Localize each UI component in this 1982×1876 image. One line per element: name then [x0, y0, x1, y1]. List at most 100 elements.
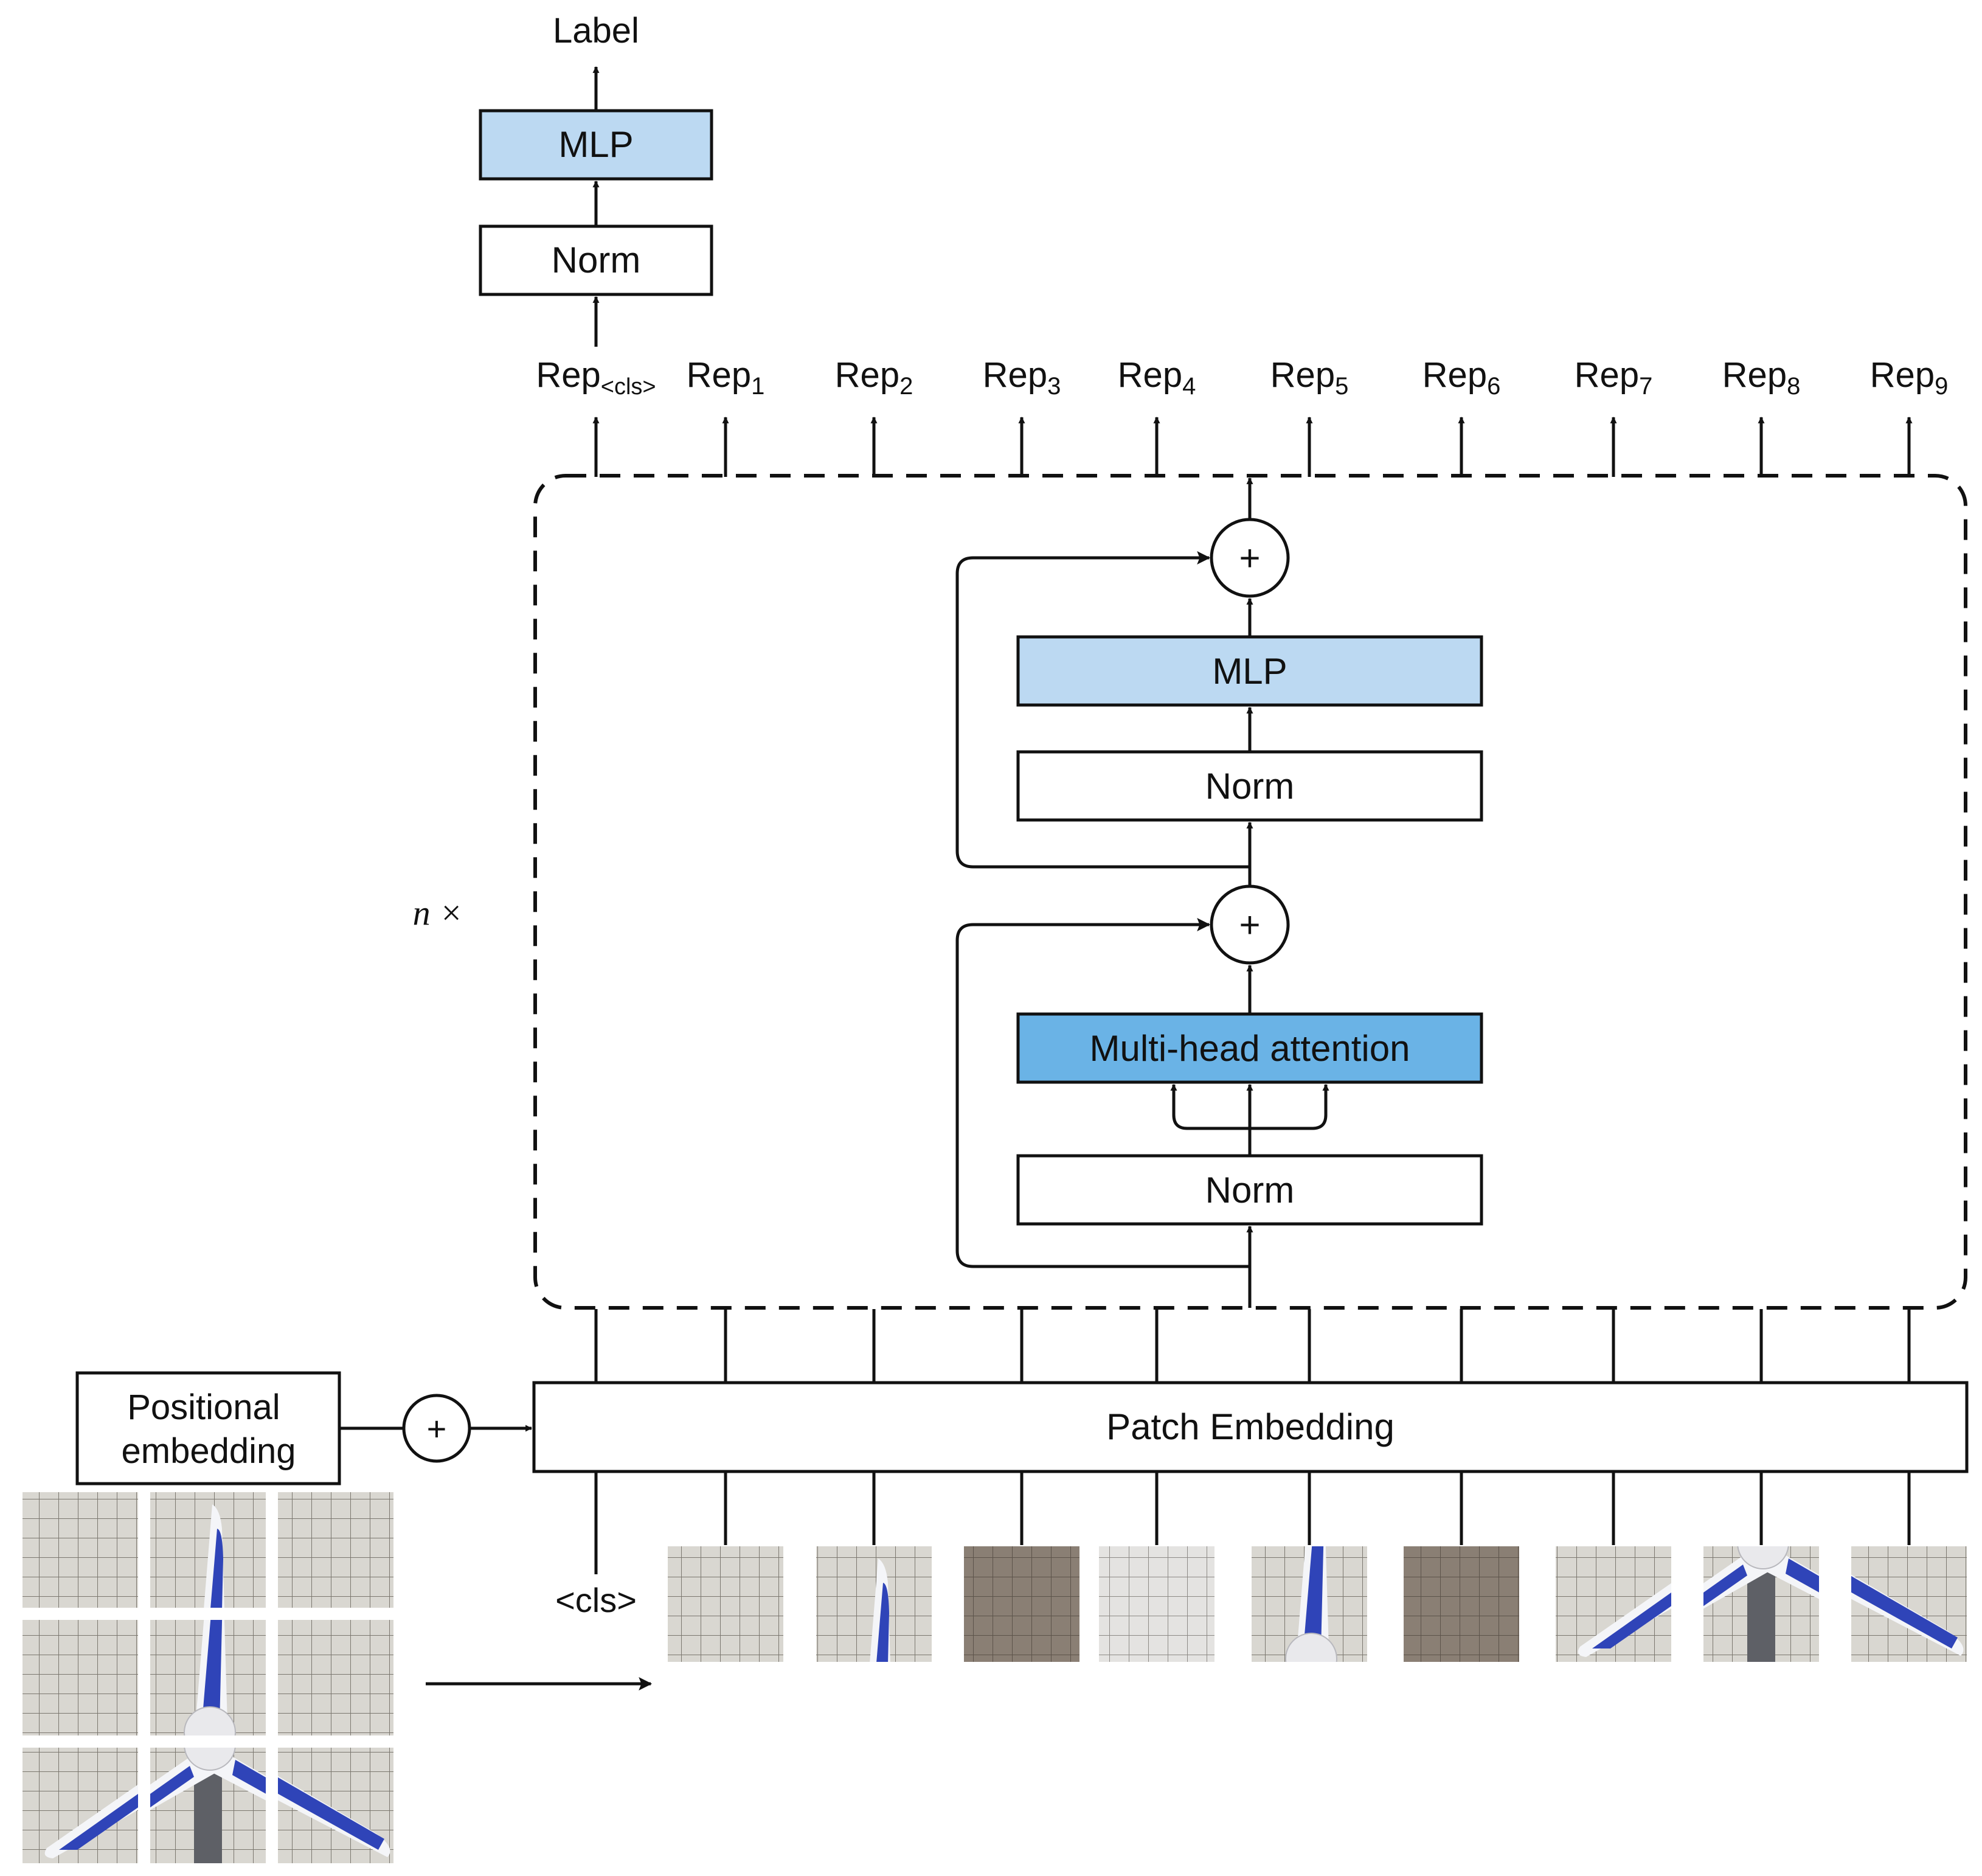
turbine-blade-left-stripe: [704, 1796, 827, 1876]
turbine-pole: [1258, 1674, 1286, 1796]
rep-label-6: Rep6: [1422, 355, 1501, 400]
patch-background: [1099, 1546, 1214, 1662]
sequence-patch-4: [1099, 1546, 1443, 1796]
embedding-to-encoder-lines: [594, 1309, 1911, 1383]
rep-arrows: [592, 416, 1913, 477]
rep-sub: 5: [1335, 373, 1348, 400]
turbine-blade-top-stripe: [1303, 1546, 1324, 1651]
source-patch-r2-c1: [150, 1748, 266, 1863]
turbine-blade-left-stripe: [59, 1794, 138, 1850]
sequence-patch-8: [1703, 1546, 1819, 1662]
patch-sequence: [668, 1546, 1967, 1876]
turbine-blade-right: [877, 1777, 1044, 1876]
cls-token-label: <cls>: [555, 1581, 637, 1619]
turbine-blade-right-stripe: [1297, 1674, 1436, 1764]
rep-label-3: Rep3: [983, 355, 1061, 400]
rep-label-1: Rep1: [687, 355, 765, 400]
residual-add-top-plus: +: [1239, 538, 1260, 578]
sequence-patch-1: [668, 1546, 1005, 1876]
head-norm-box: [479, 224, 713, 296]
rep-cls-label: Rep<cls>: [536, 355, 656, 400]
sequence-patch-2: [723, 1546, 1044, 1876]
rep-prefix: Rep: [1870, 355, 1935, 395]
patch-background: [1404, 1546, 1519, 1662]
residual-add-top: [1210, 518, 1290, 598]
head-mlp-label: MLP: [558, 124, 633, 165]
turbine-blade-left-stripe: [769, 1796, 892, 1876]
rep-cls-sub: <cls>: [601, 374, 656, 400]
turbine-blade-right-stripe: [278, 1777, 384, 1850]
turbine-hub: [184, 1706, 236, 1735]
sequence-patch-9: [1851, 1546, 1967, 1662]
patch-background: [278, 1620, 393, 1735]
rep-sub: 4: [1182, 373, 1196, 400]
skip-connection-top: [955, 551, 1250, 869]
turbine-hub: [817, 1749, 868, 1800]
turbine-blade-right-stripe: [930, 1790, 1070, 1876]
turbine-blade-right: [909, 1777, 1076, 1876]
patch-background: [278, 1492, 393, 1608]
rep-label-8: Rep8: [1722, 355, 1801, 400]
patch-background: [668, 1546, 783, 1662]
source-patch-r2-c0: [23, 1748, 138, 1863]
rep-sub: 6: [1487, 373, 1500, 400]
encoder-norm-bottom-label: Norm: [1205, 1170, 1295, 1211]
turbine-blade-right-stripe: [865, 1790, 1005, 1876]
turbine-blade-left: [755, 1780, 915, 1876]
source-patch-r0-c1: [150, 1492, 266, 1608]
encoder-norm-top-label: Norm: [1205, 766, 1295, 807]
turbine-blade-left-stripe: [1703, 1565, 1747, 1607]
turbine-blade-left: [1121, 1665, 1281, 1773]
rep-prefix: Rep: [983, 355, 1047, 395]
tokens-to-embedding-lines: [594, 1471, 1911, 1574]
rep-sub: 7: [1639, 373, 1652, 400]
turbine-blade-right-stripe: [1851, 1575, 1958, 1648]
rep-prefix: Rep: [1722, 355, 1787, 395]
rep-label-4: Rep4: [1118, 355, 1196, 400]
rep-prefix: Rep: [835, 355, 899, 395]
rep-label-5: Rep5: [1270, 355, 1349, 400]
rep-prefix: Rep: [1270, 355, 1335, 395]
turbine-blade-right: [1275, 1662, 1443, 1771]
turbine-blade-left-stripe: [737, 1796, 860, 1876]
turbine-blade-top-stripe: [876, 1583, 889, 1662]
residual-add-bottom: [1210, 884, 1290, 965]
turbine-blade-left: [1578, 1583, 1671, 1657]
source-patch-r1-c0: [23, 1620, 138, 1735]
turbine-pole: [1332, 1674, 1360, 1796]
rep-label-2: Rep2: [835, 355, 913, 400]
turbine-blade-right-stripe: [1786, 1558, 1819, 1593]
rep-prefix: Rep: [1422, 355, 1487, 395]
rep-prefix: Rep: [1575, 355, 1639, 395]
turbine-pole: [860, 1790, 888, 1876]
patch-embedding-label: Patch Embedding: [1106, 1406, 1395, 1447]
patch-background: [23, 1492, 138, 1608]
rep-sub: 3: [1047, 373, 1061, 400]
mha-box: [1016, 1012, 1483, 1084]
turbine-pole: [1295, 1674, 1323, 1796]
rep-cls-prefix: Rep: [536, 355, 600, 395]
turbine-blade-top-stripe: [210, 1529, 223, 1608]
sequence-patch-5: [1159, 1546, 1474, 1796]
source-patch-r2-c2: [278, 1748, 393, 1863]
turbine-blade-right-stripe: [1334, 1674, 1474, 1764]
repeat-label: n ×: [413, 893, 463, 933]
arrow-query: [1170, 1083, 1250, 1130]
sequence-patch-6: [1209, 1546, 1519, 1796]
turbine-blade-right: [1349, 1662, 1516, 1771]
turbine-blade-left-stripe: [1209, 1680, 1332, 1764]
sequence-patch-3: [755, 1546, 1079, 1876]
label-output-text: Label: [553, 11, 639, 50]
encoder-mlp-box: [1016, 635, 1483, 707]
turbine-blade-left: [723, 1780, 883, 1876]
turbine-blade-left-stripe: [1135, 1680, 1258, 1764]
encoder-block-dashed: [533, 474, 1967, 1310]
patch-background: [964, 1546, 1079, 1662]
patch-embedding-box: [532, 1381, 1969, 1473]
rep-label-7: Rep7: [1575, 355, 1653, 400]
positional-embedding-label: Positional embedding: [122, 1388, 296, 1471]
turbine-blade-left: [1159, 1665, 1318, 1773]
turbine-blade-top-stripe: [202, 1620, 223, 1725]
